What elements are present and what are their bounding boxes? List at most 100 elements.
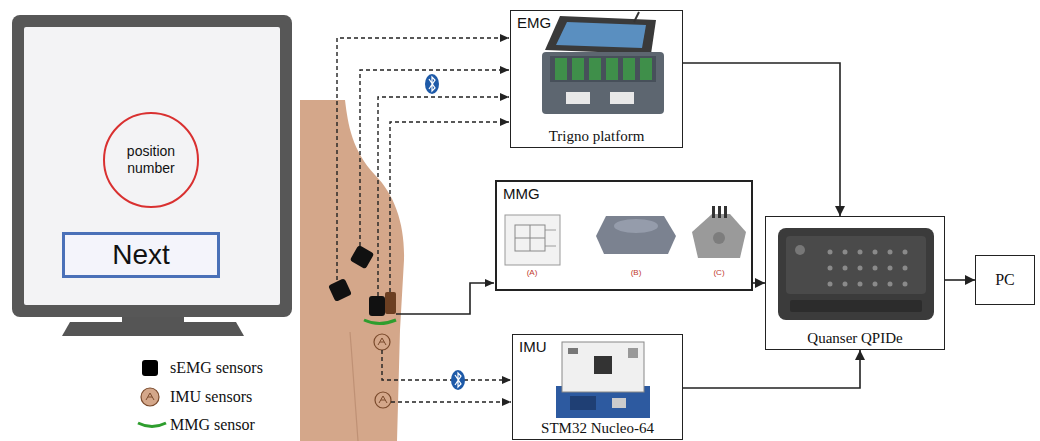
trigno-station — [556, 22, 646, 48]
box-heading: EMG — [515, 14, 553, 31]
mmg-sensor-picture — [545, 230, 556, 231]
legend-item: IMU sensors — [142, 387, 252, 407]
mmg-sensor-picture — [596, 216, 676, 254]
legend-text: sEMG sensors — [170, 359, 263, 377]
bluetooth-icon — [455, 373, 461, 387]
wired-link — [396, 283, 494, 314]
monitor — [12, 15, 292, 317]
signal-arrow — [945, 279, 975, 281]
wireless-link — [391, 401, 511, 402]
quanser-device — [858, 250, 863, 255]
legend-text: MMG sensor — [170, 416, 255, 434]
quanser-device — [828, 266, 833, 271]
legend-sample — [138, 423, 166, 427]
mmg-sensor-picture — [545, 246, 556, 247]
body-silhouette — [300, 100, 404, 441]
quanser-device — [858, 266, 863, 271]
process-box: PC — [975, 255, 1035, 305]
mmg-sensor-picture — [712, 206, 715, 218]
stm32-board — [568, 348, 578, 354]
quanser-device — [843, 250, 848, 255]
quanser-device — [828, 282, 833, 287]
mmg-sensor-picture — [515, 225, 545, 251]
quanser-device — [888, 250, 893, 255]
mmg-sensor-picture — [530, 225, 531, 251]
quanser-device — [873, 282, 878, 287]
quanser-device — [843, 282, 848, 287]
wireless-link — [337, 38, 511, 402]
quanser-device — [903, 266, 908, 271]
trigno-station — [572, 58, 584, 80]
trigno-station — [550, 56, 656, 82]
device-caption: Quanser QPIDe — [807, 330, 902, 347]
mmg-sensor — [385, 292, 396, 314]
legend-spacer — [142, 389, 158, 405]
legend-sample — [141, 388, 159, 406]
trigno-station — [610, 92, 634, 104]
quanser-device — [888, 266, 893, 271]
mmg-sensor-picture — [713, 232, 725, 244]
node-label: PC — [995, 271, 1015, 289]
semg-sensor — [328, 278, 352, 302]
legend-text: IMU sensors — [170, 388, 252, 406]
bluetooth-icon — [429, 77, 435, 91]
quanser-device — [843, 266, 848, 271]
device-caption: Trigno platform — [549, 128, 645, 145]
imu-sensor — [378, 338, 386, 345]
wireless-link — [382, 350, 511, 380]
part-letter: (B) — [631, 268, 642, 277]
legend-item: MMG sensor — [142, 415, 255, 435]
part-letter: (C) — [713, 268, 724, 277]
mmg-sensor-picture — [505, 206, 746, 265]
quanser-device — [778, 228, 934, 320]
bluetooth-icon — [425, 74, 439, 94]
trigno-station — [634, 12, 639, 22]
quanser-device — [795, 245, 805, 255]
stm32-board — [570, 396, 596, 410]
trigno-station — [566, 92, 590, 104]
device-caption: STM32 Nucleo-64 — [541, 420, 654, 437]
quanser-device — [786, 236, 926, 294]
mmg-sensor-picture — [718, 206, 721, 218]
quanser-device — [888, 282, 893, 287]
mmg-sensor-picture — [614, 219, 658, 233]
part-letter: (A) — [527, 268, 538, 277]
trigno-station — [542, 12, 664, 114]
stm32-board — [556, 342, 650, 418]
trigno-station — [545, 16, 656, 54]
monitor — [62, 322, 244, 336]
monitor — [12, 15, 292, 336]
signal-arrow — [683, 63, 840, 216]
device-box: EMG Trigno platform — [510, 10, 683, 148]
box-heading: MMG — [501, 185, 542, 202]
device-box: Quanser QPIDe — [765, 216, 945, 350]
signal-arrow — [683, 350, 860, 388]
mmg-sensor-picture — [692, 214, 746, 258]
device-box: IMUSTM32 Nucleo-64 — [512, 334, 683, 440]
legend-item: sEMG sensors — [142, 358, 263, 378]
wireless-link — [337, 38, 509, 280]
quanser-device — [828, 250, 908, 287]
node-label: Next — [112, 240, 170, 271]
quanser-device — [858, 282, 863, 287]
legend-swatch — [142, 360, 158, 376]
mmg-sensor-picture — [724, 206, 727, 218]
imu-sensor — [379, 396, 387, 403]
trigno-station — [623, 58, 635, 80]
trigno-station — [589, 58, 601, 80]
quanser-device — [903, 282, 908, 287]
signal-arrow — [753, 282, 765, 284]
wired-link — [396, 283, 494, 314]
stm32-board — [594, 356, 612, 374]
quanser-device — [828, 250, 833, 255]
mmg-sensor-picture — [505, 215, 560, 265]
quanser-device — [873, 266, 878, 271]
quanser-device — [790, 300, 922, 312]
body-silhouette — [350, 332, 358, 441]
trigno-station — [640, 58, 652, 80]
quanser-device — [873, 250, 878, 255]
trigno-station — [606, 58, 618, 80]
quanser-device — [903, 250, 908, 255]
wireless-link — [390, 122, 509, 292]
wireless-link — [378, 97, 509, 296]
